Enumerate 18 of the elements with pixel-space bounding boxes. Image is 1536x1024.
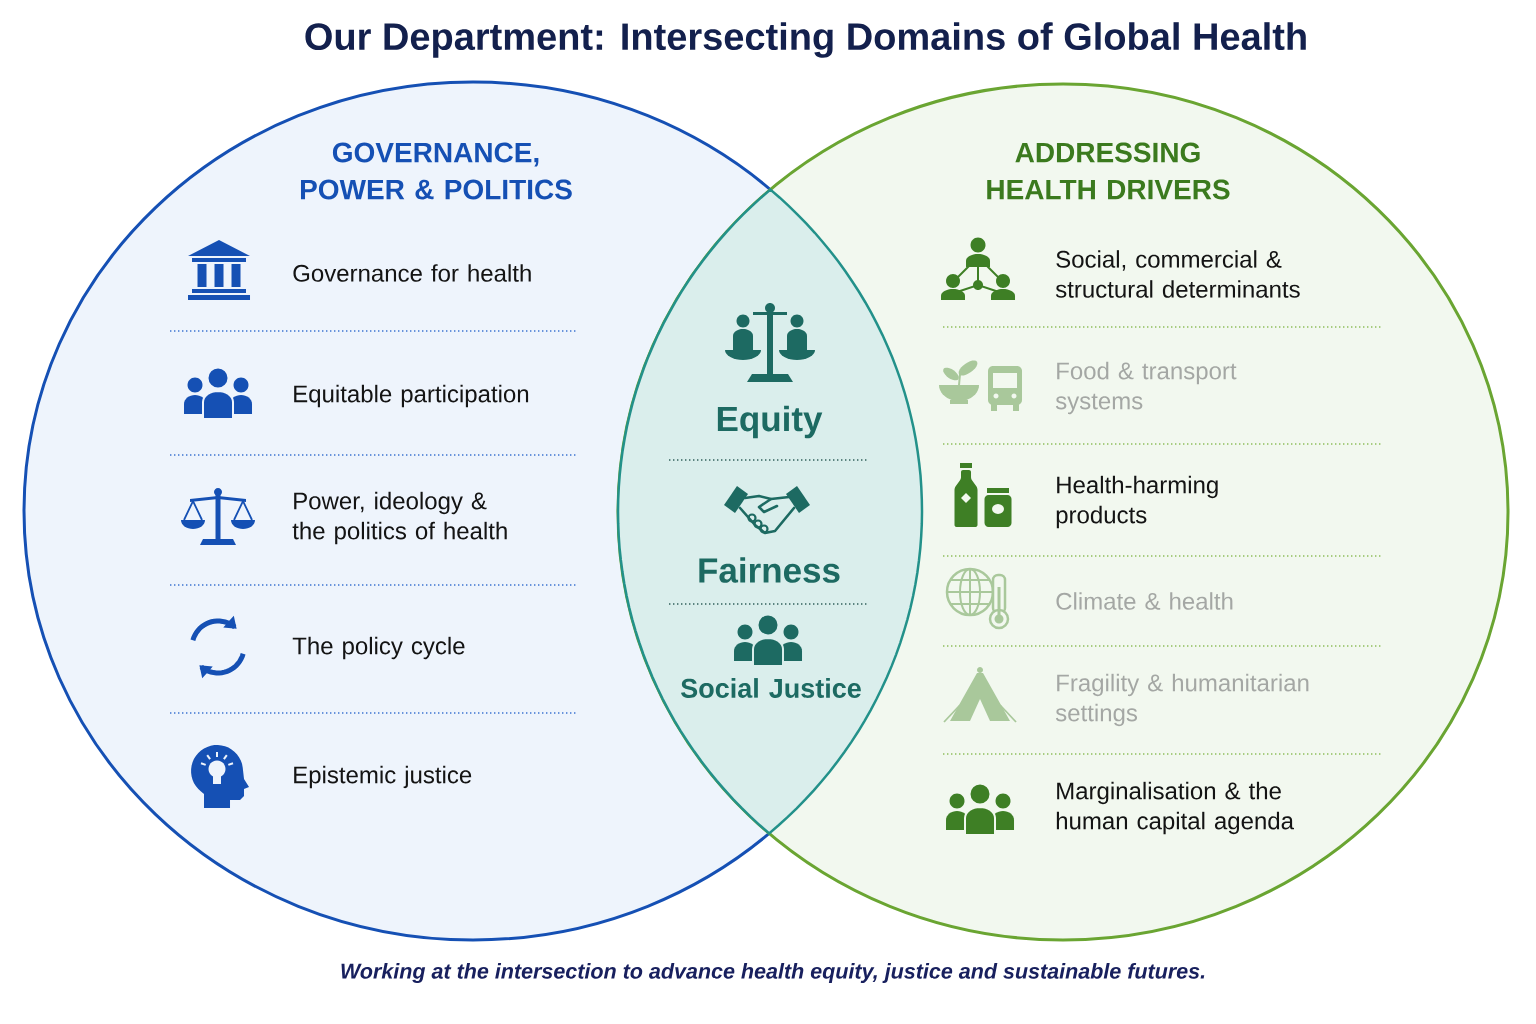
- item-label: Health-harming products: [1056, 475, 1218, 529]
- item-label: Epistemic justice: [294, 765, 472, 789]
- item-label: Marginalisation & the human capital agenda: [1056, 781, 1294, 835]
- item-label: Climate & health: [1056, 592, 1233, 610]
- value-label: Fairness: [699, 557, 840, 583]
- item-label: The policy cycle: [292, 636, 465, 660]
- value-label: Social Justice: [681, 678, 861, 698]
- item-label: Power, ideology & the politics of health: [292, 491, 507, 545]
- title: Our Department: Intersecting Domains of Global Health: [305, 22, 1306, 58]
- value-label: Equity: [717, 405, 823, 439]
- circle-heading: ADDRESSING HEALTH DRIVERS: [987, 142, 1230, 200]
- circle-heading: GOVERNANCE, POWER & POLITICS: [301, 142, 572, 200]
- item-label: Governance for health: [293, 264, 531, 282]
- item-label: Social, commercial & structural determinants: [1055, 250, 1300, 298]
- item-label: Equitable participation: [294, 384, 529, 408]
- caption: Working at the intersection to advance health equity, justice and sustainable futures.: [341, 963, 1205, 984]
- item-label: Food & transport systems: [1055, 361, 1237, 415]
- item-label: Fragility & humanitarian settings: [1055, 673, 1309, 727]
